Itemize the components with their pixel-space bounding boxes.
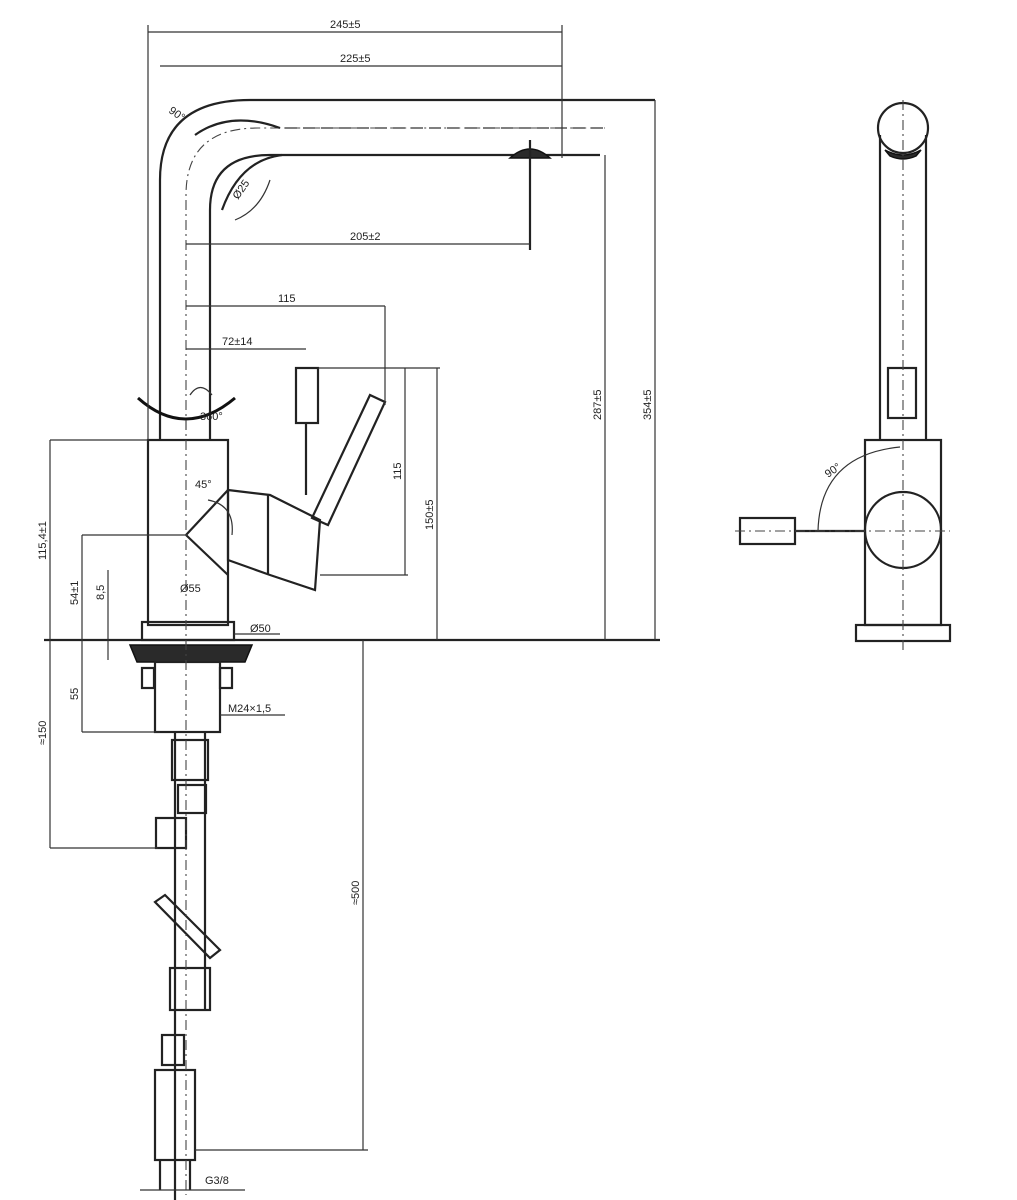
- side-angle-arc: [817, 446, 901, 532]
- dim-body-angle: 45°: [195, 479, 212, 491]
- hose-valve: [153, 893, 222, 960]
- dim-body-height: 150±5: [424, 499, 436, 530]
- shank: [153, 660, 222, 734]
- dimension-lines: [49, 25, 656, 1191]
- dim-hose-total: ≈500: [350, 881, 362, 905]
- dim-thread: M24×1,5: [228, 703, 271, 715]
- dim-shank-len: 55: [69, 688, 81, 700]
- dim-small-dia: Ø25: [231, 178, 253, 202]
- side-view: 90°: [735, 100, 952, 650]
- side-lever-cap: [886, 366, 918, 420]
- dimension-labels: 245±5 225±5 205±2 115 72±14 360° 45° Ø55…: [37, 19, 654, 1187]
- spout-inner: [208, 153, 600, 440]
- hose-fitting-4: [160, 1033, 186, 1067]
- spout-outer: [158, 98, 655, 440]
- dim-lever-height: 115: [392, 462, 404, 480]
- hose-fitting-1: [170, 738, 210, 782]
- dim-lever-reach: 115: [278, 293, 296, 305]
- dim-spout-dia: Ø55: [180, 583, 201, 595]
- spout-centerline: [185, 127, 605, 430]
- dim-side-angle: 90°: [823, 461, 844, 480]
- side-lever: [738, 516, 797, 546]
- dim-spout-reach: 225±5: [340, 53, 371, 65]
- lever-housing: [226, 488, 322, 592]
- mounting-seal: [128, 644, 254, 663]
- hose-connector: [153, 1068, 197, 1162]
- hose-clip: [154, 816, 188, 850]
- dim-overall-height: 354±5: [642, 389, 654, 420]
- spout-bend-inner-arc: [220, 153, 283, 211]
- dim-base-small: 8,5: [95, 585, 107, 600]
- dim-left-height: 115,4±1: [37, 521, 49, 560]
- lever: [310, 393, 387, 527]
- hose-fitting-2: [176, 783, 208, 815]
- dim-aerator-reach: 205±2: [350, 231, 381, 243]
- dim-base-height: 54±1: [69, 581, 81, 605]
- spout-bend-arc: [194, 119, 281, 136]
- dim-swivel-angle: 360°: [200, 411, 223, 423]
- dim-outlet-height: 287±5: [592, 389, 604, 420]
- hose-fitting-3: [168, 966, 212, 1012]
- dim-overall-reach: 245±5: [330, 19, 361, 31]
- dim-connector: G3/8: [205, 1175, 229, 1187]
- dim-base-dia: Ø50: [250, 623, 271, 635]
- dim-hose-len: ≈150: [37, 721, 49, 745]
- dim-spout-angle: 90°: [166, 105, 187, 124]
- front-view: [44, 98, 660, 1200]
- lever-cap: [294, 366, 320, 425]
- dim-lever-axis: 72±14: [222, 336, 253, 348]
